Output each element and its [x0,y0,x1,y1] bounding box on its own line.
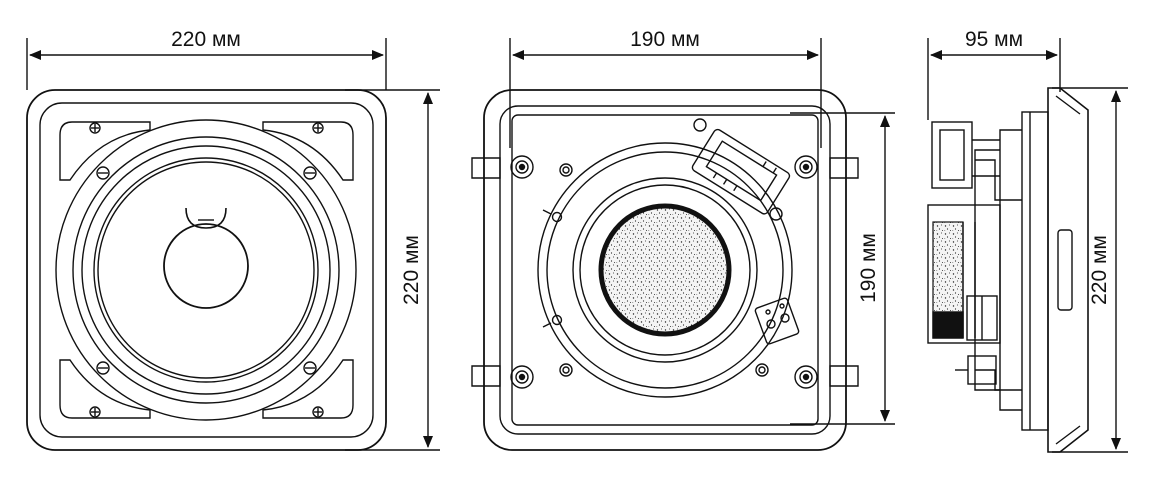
back-clamp-screws [510,155,818,389]
back-magnet-outer [572,177,758,363]
back-basket-outer [537,142,793,398]
back-width-label: 190 мм [630,28,700,51]
front-height-dimension: 220 мм [345,89,440,451]
front-dust-cap [163,223,249,309]
side-clamp-top [975,159,1022,201]
side-height-dimension: 220 мм [1052,87,1128,453]
back-height-label: 190 мм [857,233,880,303]
front-height-label: 220 мм [400,235,423,305]
front-width-label: 220 мм [171,28,241,51]
side-bezel [1047,87,1089,453]
back-mount-plate [511,114,819,426]
front-woofer-cone-inner [97,161,315,379]
back-width-dimension: 190 мм [509,28,822,148]
front-frame-inner [39,102,374,438]
back-height-dimension: 190 мм [790,112,895,425]
front-bracket-br [262,359,354,419]
back-view: 190 мм 190 мм [471,28,895,451]
back-magnet-foam [598,203,732,337]
side-depth-label: 95 мм [965,28,1023,51]
side-depth-dimension: 95 мм [927,28,1061,120]
side-height-label: 220 мм [1088,235,1111,305]
side-clamp-bottom [975,369,1022,391]
front-view: 220 мм 220 мм [26,28,440,451]
front-woofer-surround-outer [72,136,340,404]
front-woofer-surround-inner [81,145,331,395]
side-view: 95 мм 220 мм [927,28,1128,453]
front-bracket-tl [59,121,151,181]
front-bracket-bl [59,359,151,419]
front-woofer-basket [55,119,357,421]
side-magnet-frame [927,204,1001,344]
back-crossover-board [691,128,791,215]
front-frame-outer [26,89,387,451]
back-basket-ring [546,151,784,389]
front-screws [89,122,324,418]
side-basket [999,129,1022,411]
back-frame-outer [483,89,847,451]
front-tweeter-mount [185,207,227,229]
side-flange [1021,111,1049,431]
front-woofer-cone [93,157,319,383]
side-crossover [931,121,973,189]
back-frame-inner [499,105,831,435]
back-terminal-block [754,297,800,345]
back-clamp-tabs [471,157,859,387]
back-magnet-inner [579,184,751,356]
front-width-dimension: 220 мм [26,28,387,90]
front-bracket-tr [262,121,354,181]
